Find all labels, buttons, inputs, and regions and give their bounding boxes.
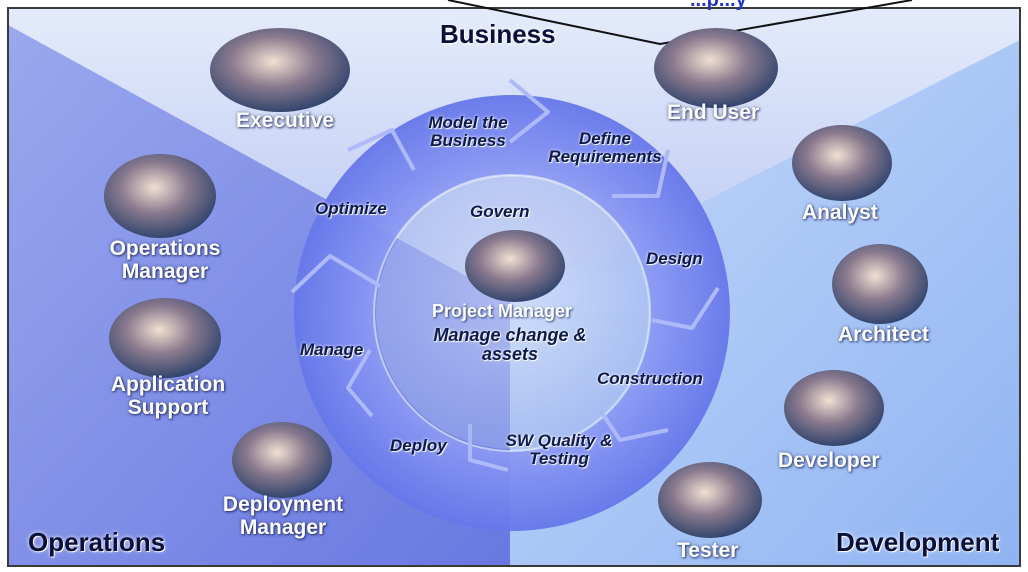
ring-inner-edge: [373, 174, 652, 452]
manage-change-label: Manage change & assets: [433, 325, 587, 365]
step-construction: Construction: [597, 369, 703, 388]
application-support-label: Application Support: [110, 373, 226, 419]
lifecycle-ring: [293, 95, 730, 531]
developer-label: Developer: [778, 449, 880, 472]
step-sw-quality: SW Quality & Testing: [505, 431, 613, 469]
operations-manager-label: Operations Manager: [109, 237, 221, 283]
step-model-business: Model the Business: [428, 113, 508, 151]
deployment-manager-photo: [232, 422, 332, 498]
executive-photo: [210, 28, 350, 112]
tester-photo: [658, 462, 762, 538]
tester-label: Tester: [677, 539, 739, 562]
end-user-label: End User: [667, 101, 760, 124]
architect-photo: [832, 244, 928, 324]
diagram-frame: [7, 7, 1021, 567]
people-photos: [104, 28, 928, 538]
step-define-requirements: Define Requirements: [548, 129, 662, 167]
operations-label: Operations: [28, 527, 166, 557]
developer-photo: [784, 370, 884, 446]
application-support-photo: [109, 298, 221, 378]
analyst-photo: [792, 125, 892, 201]
ring-chevrons: [290, 78, 720, 472]
header-fragment: ...p...y: [690, 0, 747, 11]
center-disk: [376, 177, 648, 449]
business-label: Business: [440, 19, 556, 49]
analyst-label: Analyst: [802, 201, 878, 224]
end-user-photo: [654, 28, 778, 108]
govern-label: Govern: [470, 202, 530, 221]
project-manager-label: Project Manager: [432, 301, 573, 321]
step-manage: Manage: [300, 340, 364, 359]
operations-manager-photo: [104, 154, 216, 238]
project-manager-photo: [465, 230, 565, 302]
header-connector: [447, 0, 913, 46]
deployment-manager-label: Deployment Manager: [222, 493, 344, 539]
step-deploy: Deploy: [390, 436, 447, 455]
step-optimize: Optimize: [315, 199, 387, 218]
development-label: Development: [836, 527, 1000, 557]
step-design: Design: [646, 249, 703, 268]
executive-label: Executive: [236, 109, 335, 132]
architect-label: Architect: [838, 323, 930, 346]
